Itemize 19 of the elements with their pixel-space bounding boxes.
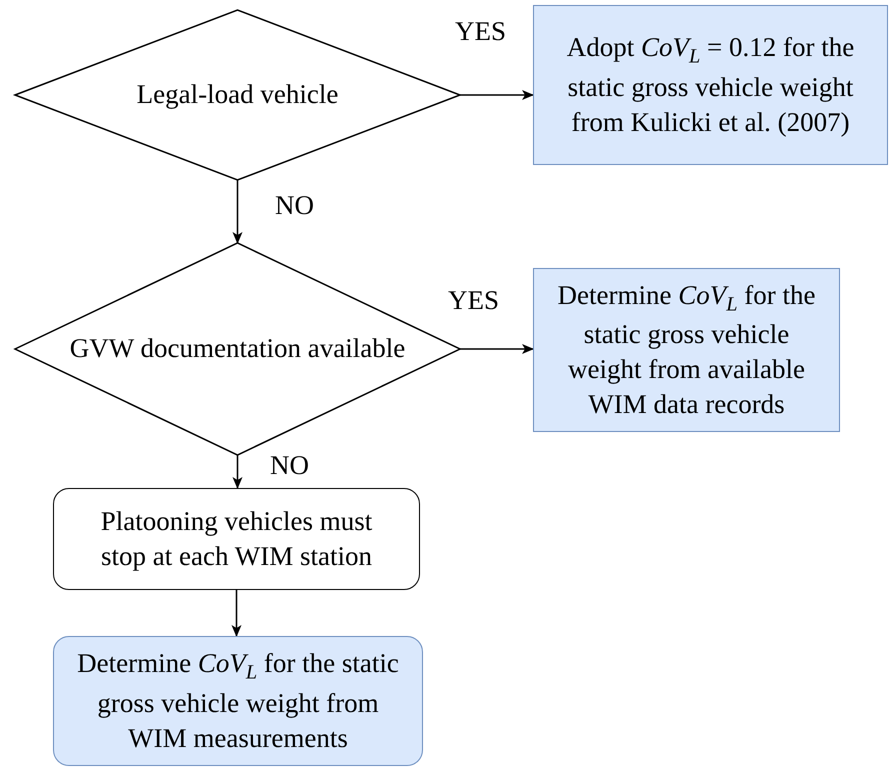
arrow: [232, 590, 242, 637]
node-text: Determine CoV$_{L}$ for the static gross vehicle weight from available WIM data records: [556, 278, 816, 422]
node-text: Determine CoV$_{L}$ for the static gross vehicle weight from WIM measurements: [76, 647, 400, 755]
arrow: [232, 180, 242, 244]
rounded-process-box: [53, 488, 420, 590]
process-box: [533, 268, 840, 432]
node-text: GVW documentation available: [70, 332, 406, 366]
process-box: [533, 5, 888, 165]
edge-label: NO: [275, 190, 314, 221]
node-text: Adopt CoV$_{L}$ = 0.12 for the static gross vehicle weight from Kulicki et al. (2007): [566, 31, 856, 139]
edge-label: YES: [455, 16, 506, 47]
edge-label: YES: [448, 285, 500, 316]
arrow: [460, 90, 534, 100]
node-text: Legal-load vehicle: [136, 78, 338, 112]
node-text: Platooning vehicles must stop at each WIM station: [100, 504, 374, 573]
edge-label: NO: [270, 450, 309, 481]
rounded-process-box: [53, 636, 423, 766]
arrow: [460, 344, 534, 354]
arrow: [232, 455, 242, 489]
